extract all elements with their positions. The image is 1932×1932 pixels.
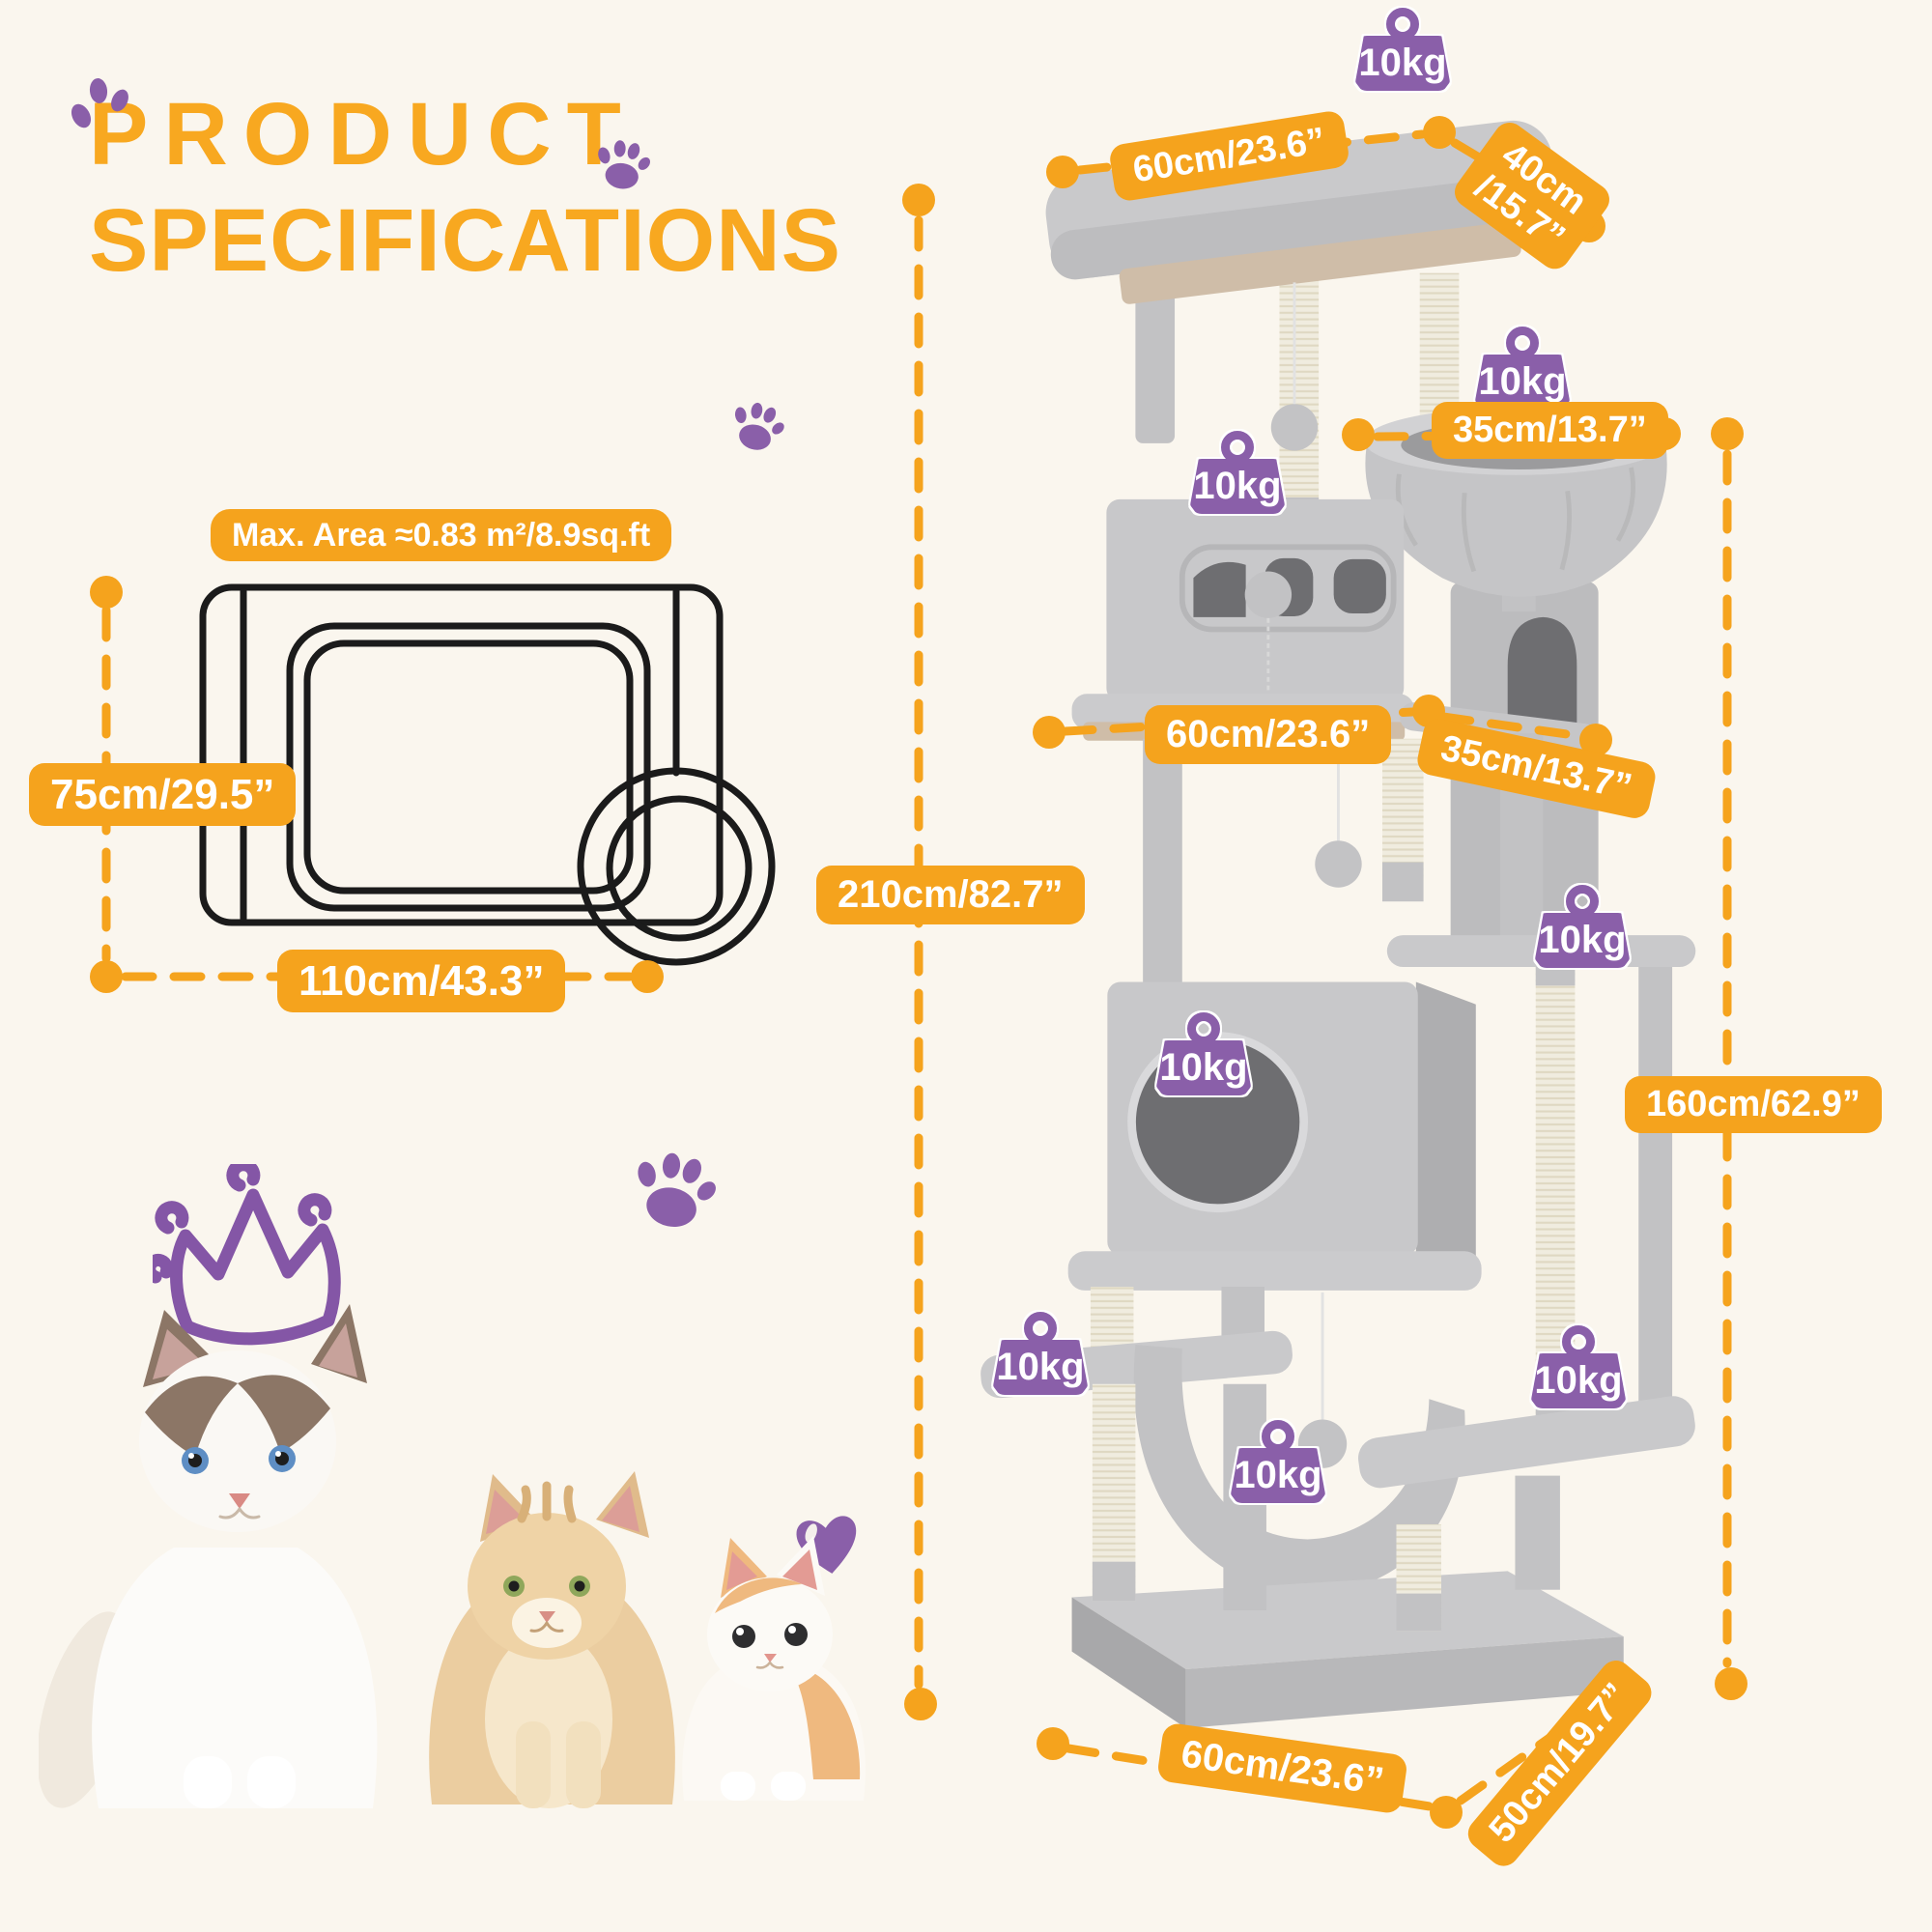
page-title-line1: PRODUCT [89, 85, 637, 184]
weight-badge-bottom-right-platform: 10kg [1531, 1325, 1626, 1408]
weight-icon [1262, 1420, 1294, 1453]
dim-label-footprint-depth: 75cm/29.5” [29, 763, 297, 827]
page-title-line2: SPECIFICATIONS [89, 191, 842, 291]
weight-badge-right-platform: 10kg [1535, 885, 1630, 968]
weight-badge-basket: 10kg [1475, 327, 1570, 410]
paw-icon [598, 140, 651, 189]
heart-icon [796, 1516, 857, 1574]
weight-icon [1562, 1325, 1595, 1358]
page-title: PRODUCT SPECIFICATIONS [89, 81, 841, 295]
paw-icon [638, 1152, 716, 1227]
weight-badge-hammock: 10kg [1231, 1420, 1325, 1503]
paw-icon [71, 78, 128, 128]
weight-icon [1506, 327, 1539, 359]
cats-illustration [39, 1304, 866, 1808]
dim-label-mid-width: 60cm/23.6” [1145, 705, 1392, 764]
weight-icon [1386, 8, 1419, 41]
paw-icon [734, 402, 784, 450]
dim-label-total-height: 210cm/82.7” [816, 866, 1085, 924]
golden-tabby-cat [429, 1471, 675, 1808]
orange-white-kitten [682, 1536, 866, 1801]
weight-badge-cube-condo: 10kg [1156, 1012, 1251, 1095]
dim-label-upper-section-height: 160cm/62.9” [1625, 1076, 1882, 1133]
dim-label-basket-diameter: 35cm/13.7” [1432, 402, 1668, 459]
dim-label-footprint-width: 110cm/43.3” [277, 950, 566, 1013]
max-area-badge: Max. Area ≈0.83 m²/8.9sq.ft [211, 509, 672, 562]
weight-icon [1566, 885, 1599, 918]
weight-icon [1221, 431, 1254, 464]
crown-icon [153, 1164, 341, 1346]
weight-icon [1024, 1312, 1057, 1345]
weight-icon [1187, 1012, 1220, 1045]
weight-badge-top-perch: 10kg [1355, 8, 1450, 91]
weight-badge-bottom-left-platform: 10kg [993, 1312, 1088, 1395]
weight-badge-upper-condo: 10kg [1190, 431, 1285, 514]
ragdoll-cat [39, 1304, 378, 1808]
